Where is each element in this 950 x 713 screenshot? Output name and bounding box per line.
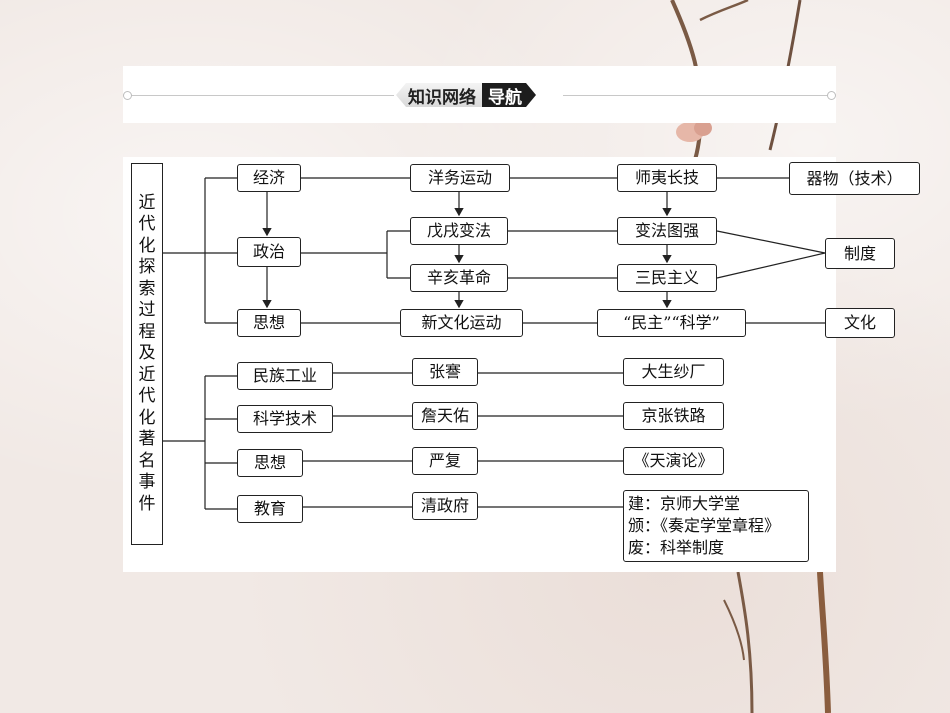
node-institution: 制度 [825, 238, 895, 269]
root-title-char: 化 [138, 407, 156, 428]
header-badge: 知识网络 导航 [396, 83, 536, 107]
header-right-line [563, 95, 828, 96]
node-reform-strong: 变法图强 [617, 217, 717, 245]
node-thought: 思想 [237, 309, 301, 337]
node-science-tech: 科学技术 [237, 405, 333, 433]
node-thought-2: 思想 [237, 449, 303, 477]
root-title-char: 探 [138, 257, 156, 278]
node-culture: 文化 [825, 308, 895, 338]
root-title-char: 名 [138, 450, 156, 471]
node-zhan-tianyou: 詹天佑 [412, 402, 478, 430]
node-learn-from-west: 师夷长技 [617, 164, 717, 192]
header-right-dot [827, 91, 836, 100]
node-three-principles: 三民主义 [617, 264, 717, 292]
root-title-char: 代 [138, 386, 156, 407]
root-title-char: 件 [138, 493, 156, 514]
node-xinhai-revolution: 辛亥革命 [410, 264, 508, 292]
node-jingzhang-railway: 京张铁路 [623, 402, 724, 430]
root-title-char: 著 [138, 429, 156, 450]
root-title-char: 过 [138, 300, 156, 321]
education-measure-2: 颁：《奏定学堂章程》 [628, 516, 781, 535]
node-yan-fu: 严复 [412, 447, 478, 475]
node-westernization: 洋务运动 [410, 164, 510, 192]
node-politics: 政治 [237, 237, 301, 267]
root-title-char: 程 [138, 321, 156, 342]
node-zhang-jian: 张謇 [412, 358, 478, 386]
node-dasheng-mill: 大生纱厂 [623, 358, 724, 386]
root-title-box: 近代化探索过程及近代化著名事件 [131, 163, 163, 545]
node-education-measures: 建：京师大学堂 颁：《奏定学堂章程》 废：科举制度 [623, 490, 809, 562]
education-measure-1: 建：京师大学堂 [628, 494, 741, 513]
root-title-char: 事 [138, 472, 156, 493]
header-title-part1: 知识网络 [396, 83, 482, 107]
diagram-connectors [163, 177, 826, 510]
node-education: 教育 [237, 495, 303, 523]
education-measure-3: 废：科举制度 [628, 538, 725, 557]
root-title-char: 近 [138, 192, 156, 213]
node-economy: 经济 [237, 164, 301, 192]
root-title-char: 及 [138, 343, 156, 364]
root-title-char: 索 [138, 278, 156, 299]
diagram-panel: 近代化探索过程及近代化著名事件 经济 政治 思想 洋务运动 戊戌变法 辛亥革命 … [123, 157, 920, 572]
node-qing-gov: 清政府 [412, 492, 478, 520]
header-left-line [129, 95, 394, 96]
node-artifacts: 器物（技术） [789, 162, 920, 195]
root-title-char: 化 [138, 235, 156, 256]
node-wuxu-reform: 戊戌变法 [410, 217, 508, 245]
root-title-char: 近 [138, 364, 156, 385]
node-tianyanlun: 《天演论》 [623, 447, 724, 475]
header-title-part2: 导航 [482, 83, 536, 107]
node-democracy-science: “民主”“科学” [597, 309, 746, 337]
node-national-industry: 民族工业 [237, 362, 333, 390]
header-left-dot [123, 91, 132, 100]
root-title-char: 代 [138, 214, 156, 235]
header-panel: 知识网络 导航 [123, 66, 836, 123]
node-new-culture: 新文化运动 [400, 309, 523, 337]
